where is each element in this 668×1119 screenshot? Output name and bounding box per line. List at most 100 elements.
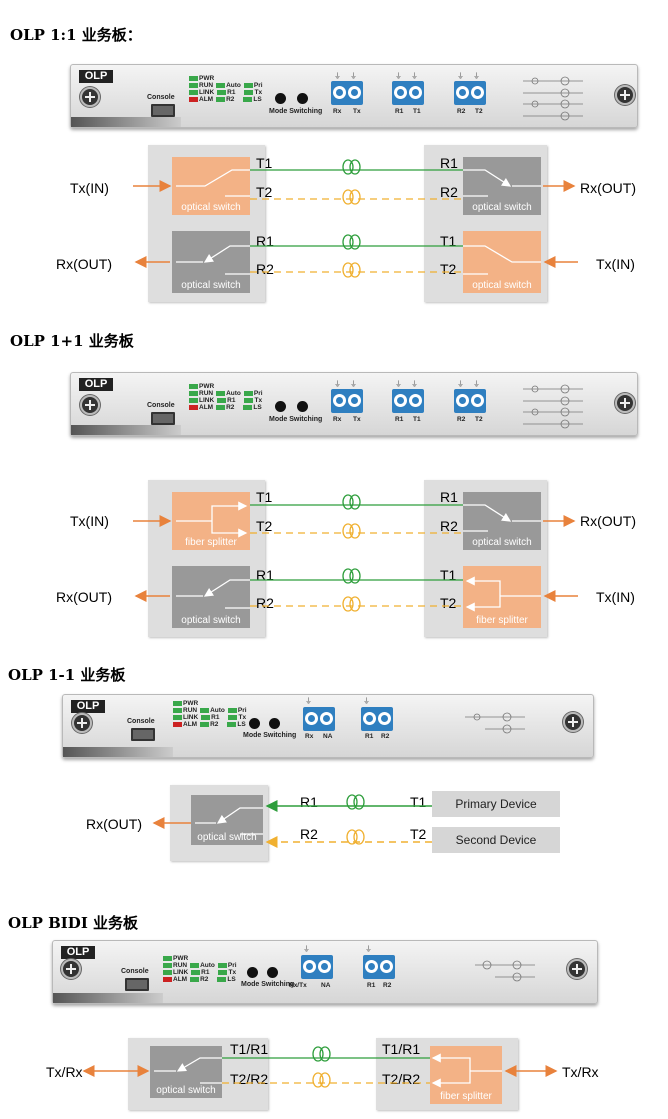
laser-icon: ⏚ (395, 73, 402, 80)
port-t1-label: T1 (256, 155, 273, 171)
olp-logo: OLP (61, 946, 95, 959)
port-r2-label: R2 (256, 261, 274, 277)
optical-switch-block: optical switch (191, 795, 263, 845)
mode-button[interactable] (247, 967, 258, 978)
switch-button[interactable] (269, 718, 280, 729)
port-t2-label: T2 (256, 518, 273, 534)
console-label: Console (147, 402, 175, 409)
laser-icon: ⏚ (473, 381, 480, 388)
port-r1-label: R1 (256, 233, 274, 249)
port-label: R1 (395, 416, 404, 423)
connector-rx-na[interactable] (303, 707, 335, 731)
laser-icon: ⏚ (457, 73, 464, 80)
mode-button[interactable] (249, 718, 260, 729)
laser-icon: ⏚ (411, 381, 418, 388)
port-label: NA (321, 982, 331, 989)
port-label: R2 (457, 108, 466, 115)
mode-button[interactable] (275, 93, 286, 104)
screw-icon (615, 393, 635, 413)
port-t2-label: T2 (256, 184, 273, 200)
port-t2-label: T2 (410, 826, 427, 842)
switch-button[interactable] (297, 401, 308, 412)
connector-rxtx-na[interactable] (301, 955, 333, 979)
mode-switching-label: Mode Switching (241, 981, 295, 988)
laser-icon: ⏚ (334, 73, 341, 80)
fiber-splitter-block: fiber splitter (430, 1046, 502, 1104)
screw-icon (563, 712, 583, 732)
olp-logo: OLP (79, 378, 113, 391)
laser-icon: ⏚ (395, 381, 402, 388)
switch-button[interactable] (267, 967, 278, 978)
switch-schematic-icon (465, 712, 525, 734)
laser-icon: ⏚ (303, 946, 310, 953)
port-label: Rx/Tx (289, 982, 307, 989)
port-label: R2 (457, 416, 466, 423)
port-label: Tx (353, 416, 361, 423)
screw-icon (615, 85, 635, 105)
optical-switch-block: optical switch (172, 566, 250, 628)
connector-rx-tx[interactable] (331, 81, 363, 105)
port-label: Rx (333, 416, 342, 423)
switch-schematic-icon (523, 76, 583, 121)
port-label: NA (323, 733, 333, 740)
rx-out-label: Rx(OUT) (56, 256, 112, 272)
laser-icon: ⏚ (365, 946, 372, 953)
port-label: R1 (367, 982, 376, 989)
optical-switch-block: optical switch (150, 1046, 222, 1098)
connector-rx-tx[interactable] (331, 389, 363, 413)
console-port[interactable] (125, 978, 149, 991)
connector-r2-t2[interactable] (454, 81, 486, 105)
port-r2-label: R2 (256, 595, 274, 611)
txrx-label: Tx/Rx (562, 1064, 599, 1080)
screw-icon (72, 713, 92, 733)
tx-in-label: Tx(IN) (70, 180, 109, 196)
connector-r1-t1[interactable] (392, 81, 424, 105)
port-t1r1-label: T1/R1 (230, 1041, 269, 1057)
mode-switching-label: Mode Switching (269, 416, 323, 423)
primary-device-box: Primary Device (432, 791, 560, 817)
port-label: R1 (395, 108, 404, 115)
screw-icon (80, 87, 100, 107)
console-port[interactable] (151, 104, 175, 117)
connector-r1-r2[interactable] (361, 707, 393, 731)
port-label: T2 (475, 108, 483, 115)
port-r1-label: R1 (256, 567, 274, 583)
switch-schematic-icon (523, 384, 583, 429)
port-r2-label: R2 (440, 184, 458, 200)
screw-icon (61, 959, 81, 979)
laser-icon: ⏚ (363, 698, 370, 705)
port-t2-label: T2 (440, 261, 457, 277)
port-t2-label: T2 (440, 595, 457, 611)
port-t1-label: T1 (256, 489, 273, 505)
port-label: T1 (413, 108, 421, 115)
second-device-box: Second Device (432, 827, 560, 853)
fiber-splitter-block: fiber splitter (463, 566, 541, 628)
mode-button[interactable] (275, 401, 286, 412)
mode-switching-label: Mode Switching (243, 732, 297, 739)
console-label: Console (121, 968, 149, 975)
rx-out-label: Rx(OUT) (580, 180, 636, 196)
port-r2-label: R2 (300, 826, 318, 842)
tx-in-label: Tx(IN) (70, 513, 109, 529)
laser-icon: ⏚ (457, 381, 464, 388)
port-label: R1 (365, 733, 374, 740)
laser-icon: ⏚ (350, 381, 357, 388)
screw-icon (567, 959, 587, 979)
rx-out-label: Rx(OUT) (56, 589, 112, 605)
console-port[interactable] (151, 412, 175, 425)
tx-in-label: Tx(IN) (596, 256, 635, 272)
connector-r2-t2[interactable] (454, 389, 486, 413)
console-port[interactable] (131, 728, 155, 741)
switch-button[interactable] (297, 93, 308, 104)
connector-r1-r2[interactable] (363, 955, 395, 979)
port-r2-label: R2 (440, 518, 458, 534)
console-label: Console (127, 718, 155, 725)
port-r1-label: R1 (440, 155, 458, 171)
section-title-1-1: OLP 1:1 业务板： (10, 26, 142, 44)
txrx-label: Tx/Rx (46, 1064, 83, 1080)
connector-r1-t1[interactable] (392, 389, 424, 413)
section-title-bidi: OLP BIDI 业务板 (8, 914, 139, 932)
